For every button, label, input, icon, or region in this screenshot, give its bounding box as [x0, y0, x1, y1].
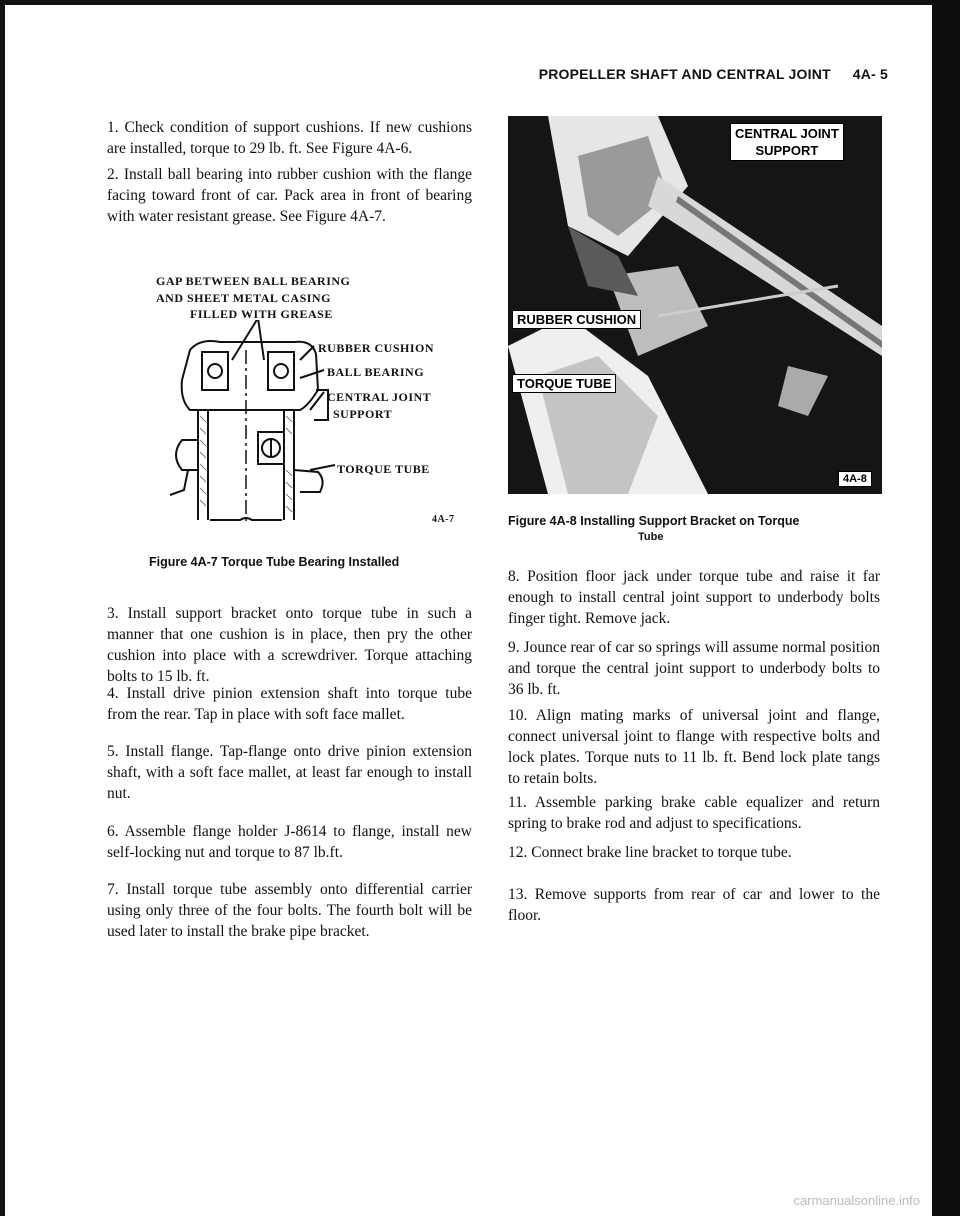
step-3: 3. Install support bracket onto torque t…	[107, 605, 472, 685]
label-rubber-cushion: RUBBER CUSHION	[318, 341, 435, 355]
photo-label-torque-tube: TORQUE TUBE	[512, 374, 617, 393]
step-7: 7. Install torque tube assembly onto dif…	[107, 881, 472, 940]
page-border-left	[0, 0, 5, 1216]
label-central-support: SUPPORT	[333, 407, 393, 421]
photo-image	[508, 116, 882, 494]
step-11: 11. Assemble parking brake cable equaliz…	[508, 794, 880, 832]
step-5: 5. Install flange. Tap-flange onto drive…	[107, 743, 472, 802]
figure-4a7-caption: Figure 4A-7 Torque Tube Bearing Installe…	[149, 555, 400, 569]
label-gap-2: AND SHEET METAL CASING	[156, 291, 331, 305]
step-9: 9. Jounce rear of car so springs will as…	[508, 639, 880, 698]
page-number: 4A- 5	[852, 66, 888, 82]
step-8: 8. Position floor jack under torque tube…	[508, 568, 880, 627]
step-13: 13. Remove supports from rear of car and…	[508, 886, 880, 924]
label-torque-tube: TORQUE TUBE	[337, 462, 430, 476]
figure-4a8-caption-line1: Figure 4A-8 Installing Support Bracket o…	[508, 514, 800, 528]
label-central-joint: CENTRAL JOINT	[327, 390, 432, 404]
step-2: 2. Install ball bearing into rubber cush…	[107, 166, 472, 225]
figure-4a8-caption-line2: Tube	[638, 531, 664, 543]
photo-figure-tag: 4A-8	[838, 471, 872, 487]
step-4: 4. Install drive pinion extension shaft …	[107, 685, 472, 723]
photo-label-rubber-cushion: RUBBER CUSHION	[512, 310, 642, 329]
bearing-cross-section-drawing	[169, 320, 336, 525]
step-1: 1. Check condition of support cushions. …	[107, 119, 472, 157]
page-border-top	[0, 0, 960, 5]
label-gap-1: GAP BETWEEN BALL BEARING	[156, 274, 351, 288]
figure-tag: 4A-7	[432, 514, 455, 525]
step-10: 10. Align mating marks of universal join…	[508, 707, 880, 787]
page-border-right	[932, 0, 960, 1216]
step-6: 6. Assemble flange holder J-8614 to flan…	[107, 823, 472, 861]
header-title: PROPELLER SHAFT AND CENTRAL JOINT	[538, 66, 831, 82]
label-gap-3: FILLED WITH GREASE	[190, 307, 333, 321]
label-ball-bearing: BALL BEARING	[327, 365, 425, 379]
step-12: 12. Connect brake line bracket to torque…	[508, 844, 792, 861]
page-header: PROPELLER SHAFT AND CENTRAL JOINT 4A- 5	[539, 66, 888, 82]
footer-watermark: carmanualsonline.info	[793, 1193, 920, 1208]
